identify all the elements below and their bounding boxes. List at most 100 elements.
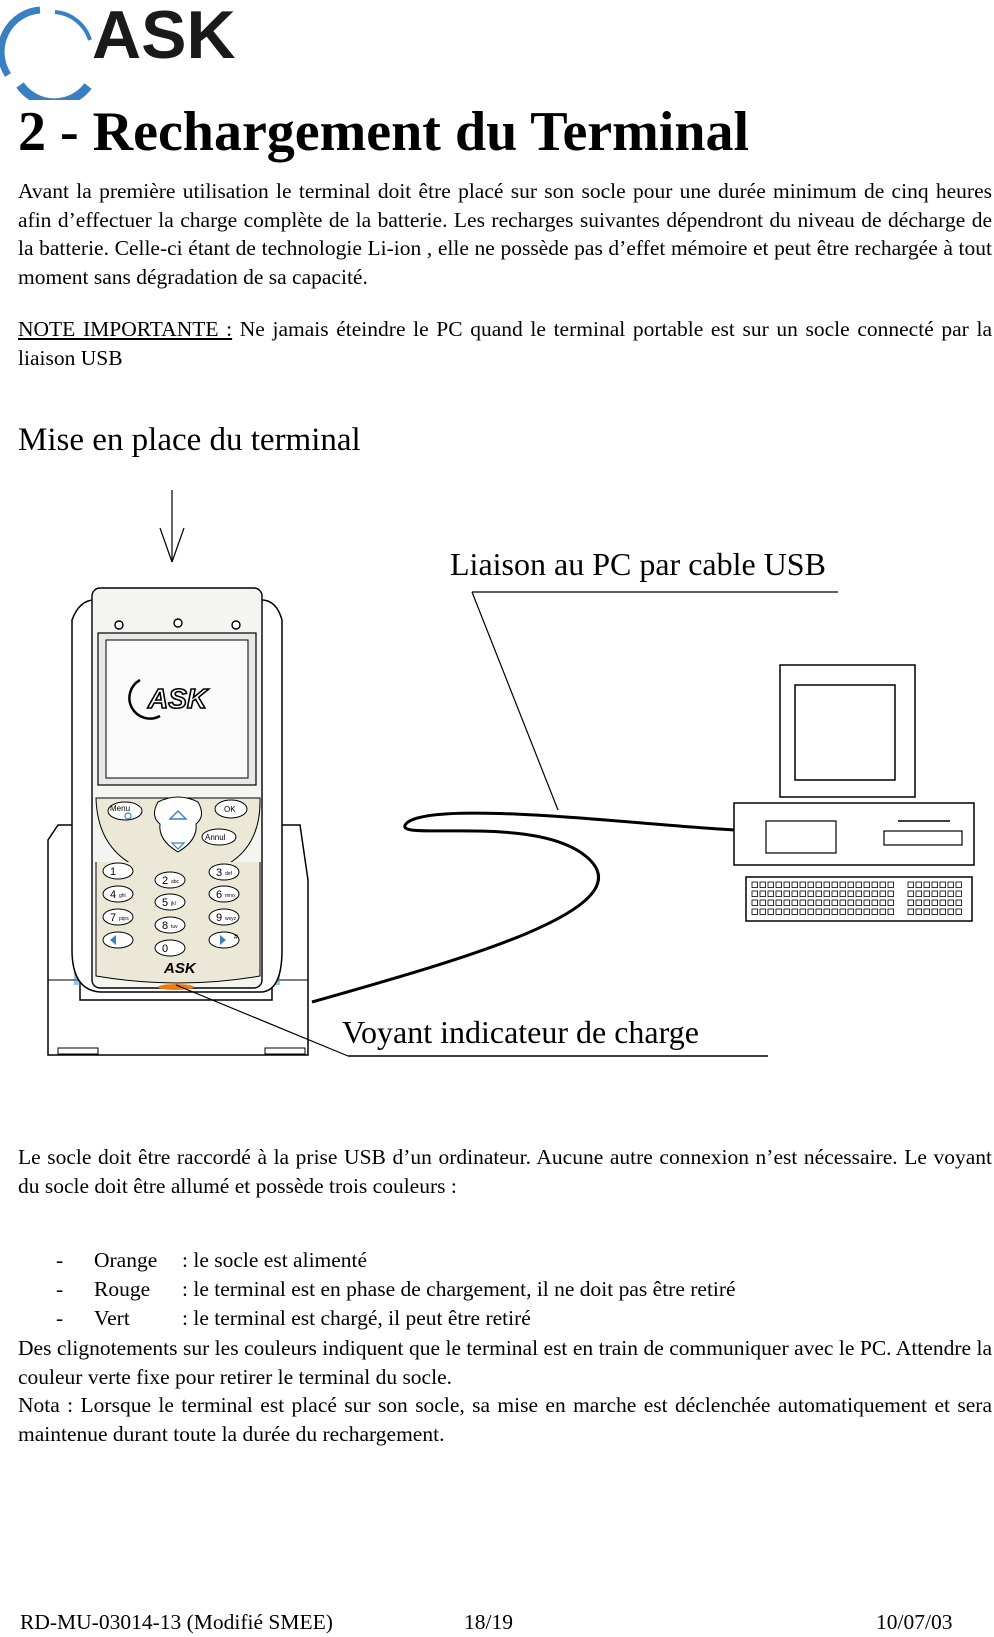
keyboard-key bbox=[939, 881, 946, 888]
section-title: Mise en place du terminal bbox=[18, 422, 361, 458]
keyboard-key bbox=[923, 881, 930, 888]
logo-text: ASK bbox=[92, 0, 236, 73]
terminal-diagram: Liaison au PC par cable USB bbox=[47, 490, 975, 1057]
keyboard-key bbox=[855, 890, 862, 897]
keyboard-key bbox=[791, 908, 798, 915]
computer-keyboard bbox=[745, 876, 973, 922]
computer-base bbox=[733, 802, 975, 866]
left-arrow-key bbox=[102, 931, 134, 949]
keyboard-key bbox=[775, 899, 782, 906]
keyboard-key bbox=[823, 881, 830, 888]
keyboard-key bbox=[751, 890, 758, 897]
keyboard-key bbox=[831, 881, 838, 888]
digit-key-letters: pqrs bbox=[119, 916, 129, 922]
keyboard-key bbox=[815, 899, 822, 906]
keyboard-key bbox=[923, 890, 930, 897]
keyboard-key bbox=[799, 899, 806, 906]
page-title: 2 - Rechargement du Terminal bbox=[18, 101, 750, 163]
keyboard-key bbox=[791, 881, 798, 888]
keyboard-key bbox=[823, 899, 830, 906]
digit-key bbox=[102, 862, 134, 880]
digit-key-letters: ghi bbox=[119, 893, 126, 899]
keyboard-key bbox=[847, 881, 854, 888]
digit-key-letters: tuv bbox=[171, 924, 178, 930]
keyboard-key bbox=[799, 881, 806, 888]
keyboard-key bbox=[807, 890, 814, 897]
digit-key-label: 3 bbox=[216, 867, 222, 879]
keyboard-key bbox=[863, 908, 870, 915]
digit-key bbox=[154, 893, 186, 911]
list-dash: - bbox=[56, 1306, 64, 1330]
usb-cable bbox=[311, 811, 737, 1004]
keyboard-key bbox=[847, 899, 854, 906]
digit-key-letters: mno bbox=[225, 893, 235, 899]
keyboard-key bbox=[887, 881, 894, 888]
intro-paragraph: Avant la première utilisation le termina… bbox=[18, 179, 992, 289]
charge-indicator-light bbox=[158, 984, 194, 990]
color-description: : le terminal est chargé, il peut être r… bbox=[182, 1306, 531, 1330]
color-description: : le socle est alimenté bbox=[182, 1248, 368, 1272]
socle-paragraph: Le socle doit être raccordé à la prise U… bbox=[18, 1145, 992, 1198]
annul-key-label: Annul bbox=[205, 833, 226, 842]
keyboard-key bbox=[847, 908, 854, 915]
digit-key bbox=[154, 871, 186, 889]
keyboard-key bbox=[871, 899, 878, 906]
digit-key bbox=[208, 885, 240, 903]
ok-key-label: OK bbox=[224, 805, 236, 814]
note-label: NOTE IMPORTANTE : bbox=[18, 317, 233, 341]
keyboard-key bbox=[887, 908, 894, 915]
digit-key-label: 2 bbox=[162, 875, 168, 887]
digit-key-letters: wxyz bbox=[225, 916, 237, 922]
digit-key bbox=[154, 916, 186, 934]
keyboard-key bbox=[931, 881, 938, 888]
keyboard-key bbox=[807, 881, 814, 888]
keypad-logo: ASK bbox=[163, 960, 197, 977]
digit-key-label: 0 bbox=[162, 943, 168, 955]
keyboard-key bbox=[915, 881, 922, 888]
keyboard-key bbox=[947, 881, 954, 888]
digit-key-letters: def bbox=[225, 871, 233, 877]
keyboard-key bbox=[879, 899, 886, 906]
keyboard-key bbox=[879, 881, 886, 888]
digit-key bbox=[102, 908, 134, 926]
digit-key-label: 5 bbox=[162, 897, 168, 909]
digit-key-label: 8 bbox=[162, 920, 168, 932]
keyboard-key bbox=[955, 908, 962, 915]
keyboard-key bbox=[815, 908, 822, 915]
keyboard-key bbox=[823, 890, 830, 897]
keyboard-key bbox=[855, 908, 862, 915]
keyboard-key bbox=[759, 899, 766, 906]
keyboard-key bbox=[775, 890, 782, 897]
keyboard-key bbox=[955, 881, 962, 888]
keyboard-key bbox=[923, 899, 930, 906]
keyboard-key bbox=[907, 908, 914, 915]
keyboard-key bbox=[947, 890, 954, 897]
keyboard-key bbox=[915, 899, 922, 906]
keyboard-key bbox=[947, 908, 954, 915]
keyboard-key bbox=[947, 899, 954, 906]
keyboard-key bbox=[759, 881, 766, 888]
keyboard-key bbox=[783, 881, 790, 888]
footer-reference: RD-MU-03014-13 (Modifié SMEE) bbox=[20, 1610, 333, 1634]
digit-key bbox=[208, 863, 240, 881]
color-name: Orange bbox=[94, 1248, 158, 1272]
keyboard-key bbox=[799, 890, 806, 897]
menu-key-label: Menu bbox=[110, 804, 130, 813]
keyboard-key bbox=[915, 890, 922, 897]
note-text: Ne jamais éteindre le PC quand le termin… bbox=[18, 317, 992, 370]
keyboard-key bbox=[839, 890, 846, 897]
keyboard-key bbox=[759, 908, 766, 915]
keyboard-key bbox=[759, 890, 766, 897]
keyboard-key bbox=[855, 899, 862, 906]
keyboard-key bbox=[863, 899, 870, 906]
keyboard-key bbox=[767, 908, 774, 915]
list-dash: - bbox=[56, 1248, 64, 1272]
digit-key-label: 9 bbox=[216, 912, 222, 924]
right-arrow-icon bbox=[220, 935, 226, 945]
keyboard-key bbox=[767, 890, 774, 897]
keyboard-key bbox=[939, 908, 946, 915]
keyboard-key bbox=[751, 881, 758, 888]
keyboard-key bbox=[915, 908, 922, 915]
keyboard-key bbox=[775, 908, 782, 915]
